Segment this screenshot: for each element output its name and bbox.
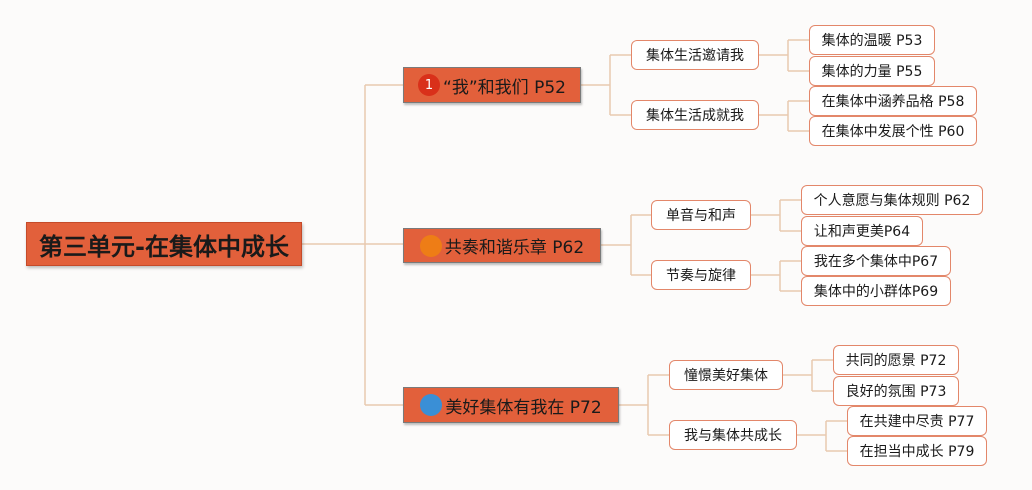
leaf-topic[interactable]: 在集体中发展个性 P60 (809, 116, 977, 146)
leaf-topic[interactable]: 个人意愿与集体规则 P62 (801, 185, 983, 215)
branch-label: 美好集体有我在 P72 (445, 397, 602, 418)
leaf-topic[interactable]: 集体的力量 P55 (809, 56, 935, 86)
root-topic[interactable]: 第三单元-在集体中成长 (26, 222, 302, 266)
branch-label: “我”和我们 P52 (443, 77, 566, 98)
leaf-topic[interactable]: 集体中的小群体P69 (801, 276, 951, 306)
subtopic[interactable]: 集体生活邀请我 (631, 40, 759, 70)
leaf-topic[interactable]: 共同的愿景 P72 (833, 345, 959, 375)
number-1-icon: 1 (418, 74, 441, 96)
branch-label: 共奏和谐乐章 P62 (444, 238, 585, 258)
number-2-icon (419, 234, 442, 257)
branch-topic-2[interactable]: 共奏和谐乐章 P62 (403, 228, 601, 263)
leaf-topic[interactable]: 我在多个集体中P67 (801, 246, 951, 276)
subtopic[interactable]: 集体生活成就我 (631, 100, 759, 130)
branch-topic-1[interactable]: 1 “我”和我们 P52 (403, 67, 581, 103)
leaf-topic[interactable]: 集体的温暖 P53 (809, 25, 935, 55)
leaf-topic[interactable]: 在集体中涵养品格 P58 (809, 86, 977, 116)
leaf-topic[interactable]: 在共建中尽责 P77 (847, 406, 987, 436)
leaf-topic[interactable]: 在担当中成长 P79 (847, 436, 987, 466)
subtopic[interactable]: 单音与和声 (651, 200, 751, 230)
subtopic[interactable]: 憧憬美好集体 (669, 360, 783, 390)
leaf-topic[interactable]: 让和声更美P64 (801, 216, 923, 246)
subtopic[interactable]: 我与集体共成长 (669, 420, 797, 450)
leaf-topic[interactable]: 良好的氛围 P73 (833, 376, 959, 406)
subtopic[interactable]: 节奏与旋律 (651, 260, 751, 290)
number-3-icon (420, 394, 443, 416)
branch-topic-3[interactable]: 美好集体有我在 P72 (403, 387, 619, 423)
